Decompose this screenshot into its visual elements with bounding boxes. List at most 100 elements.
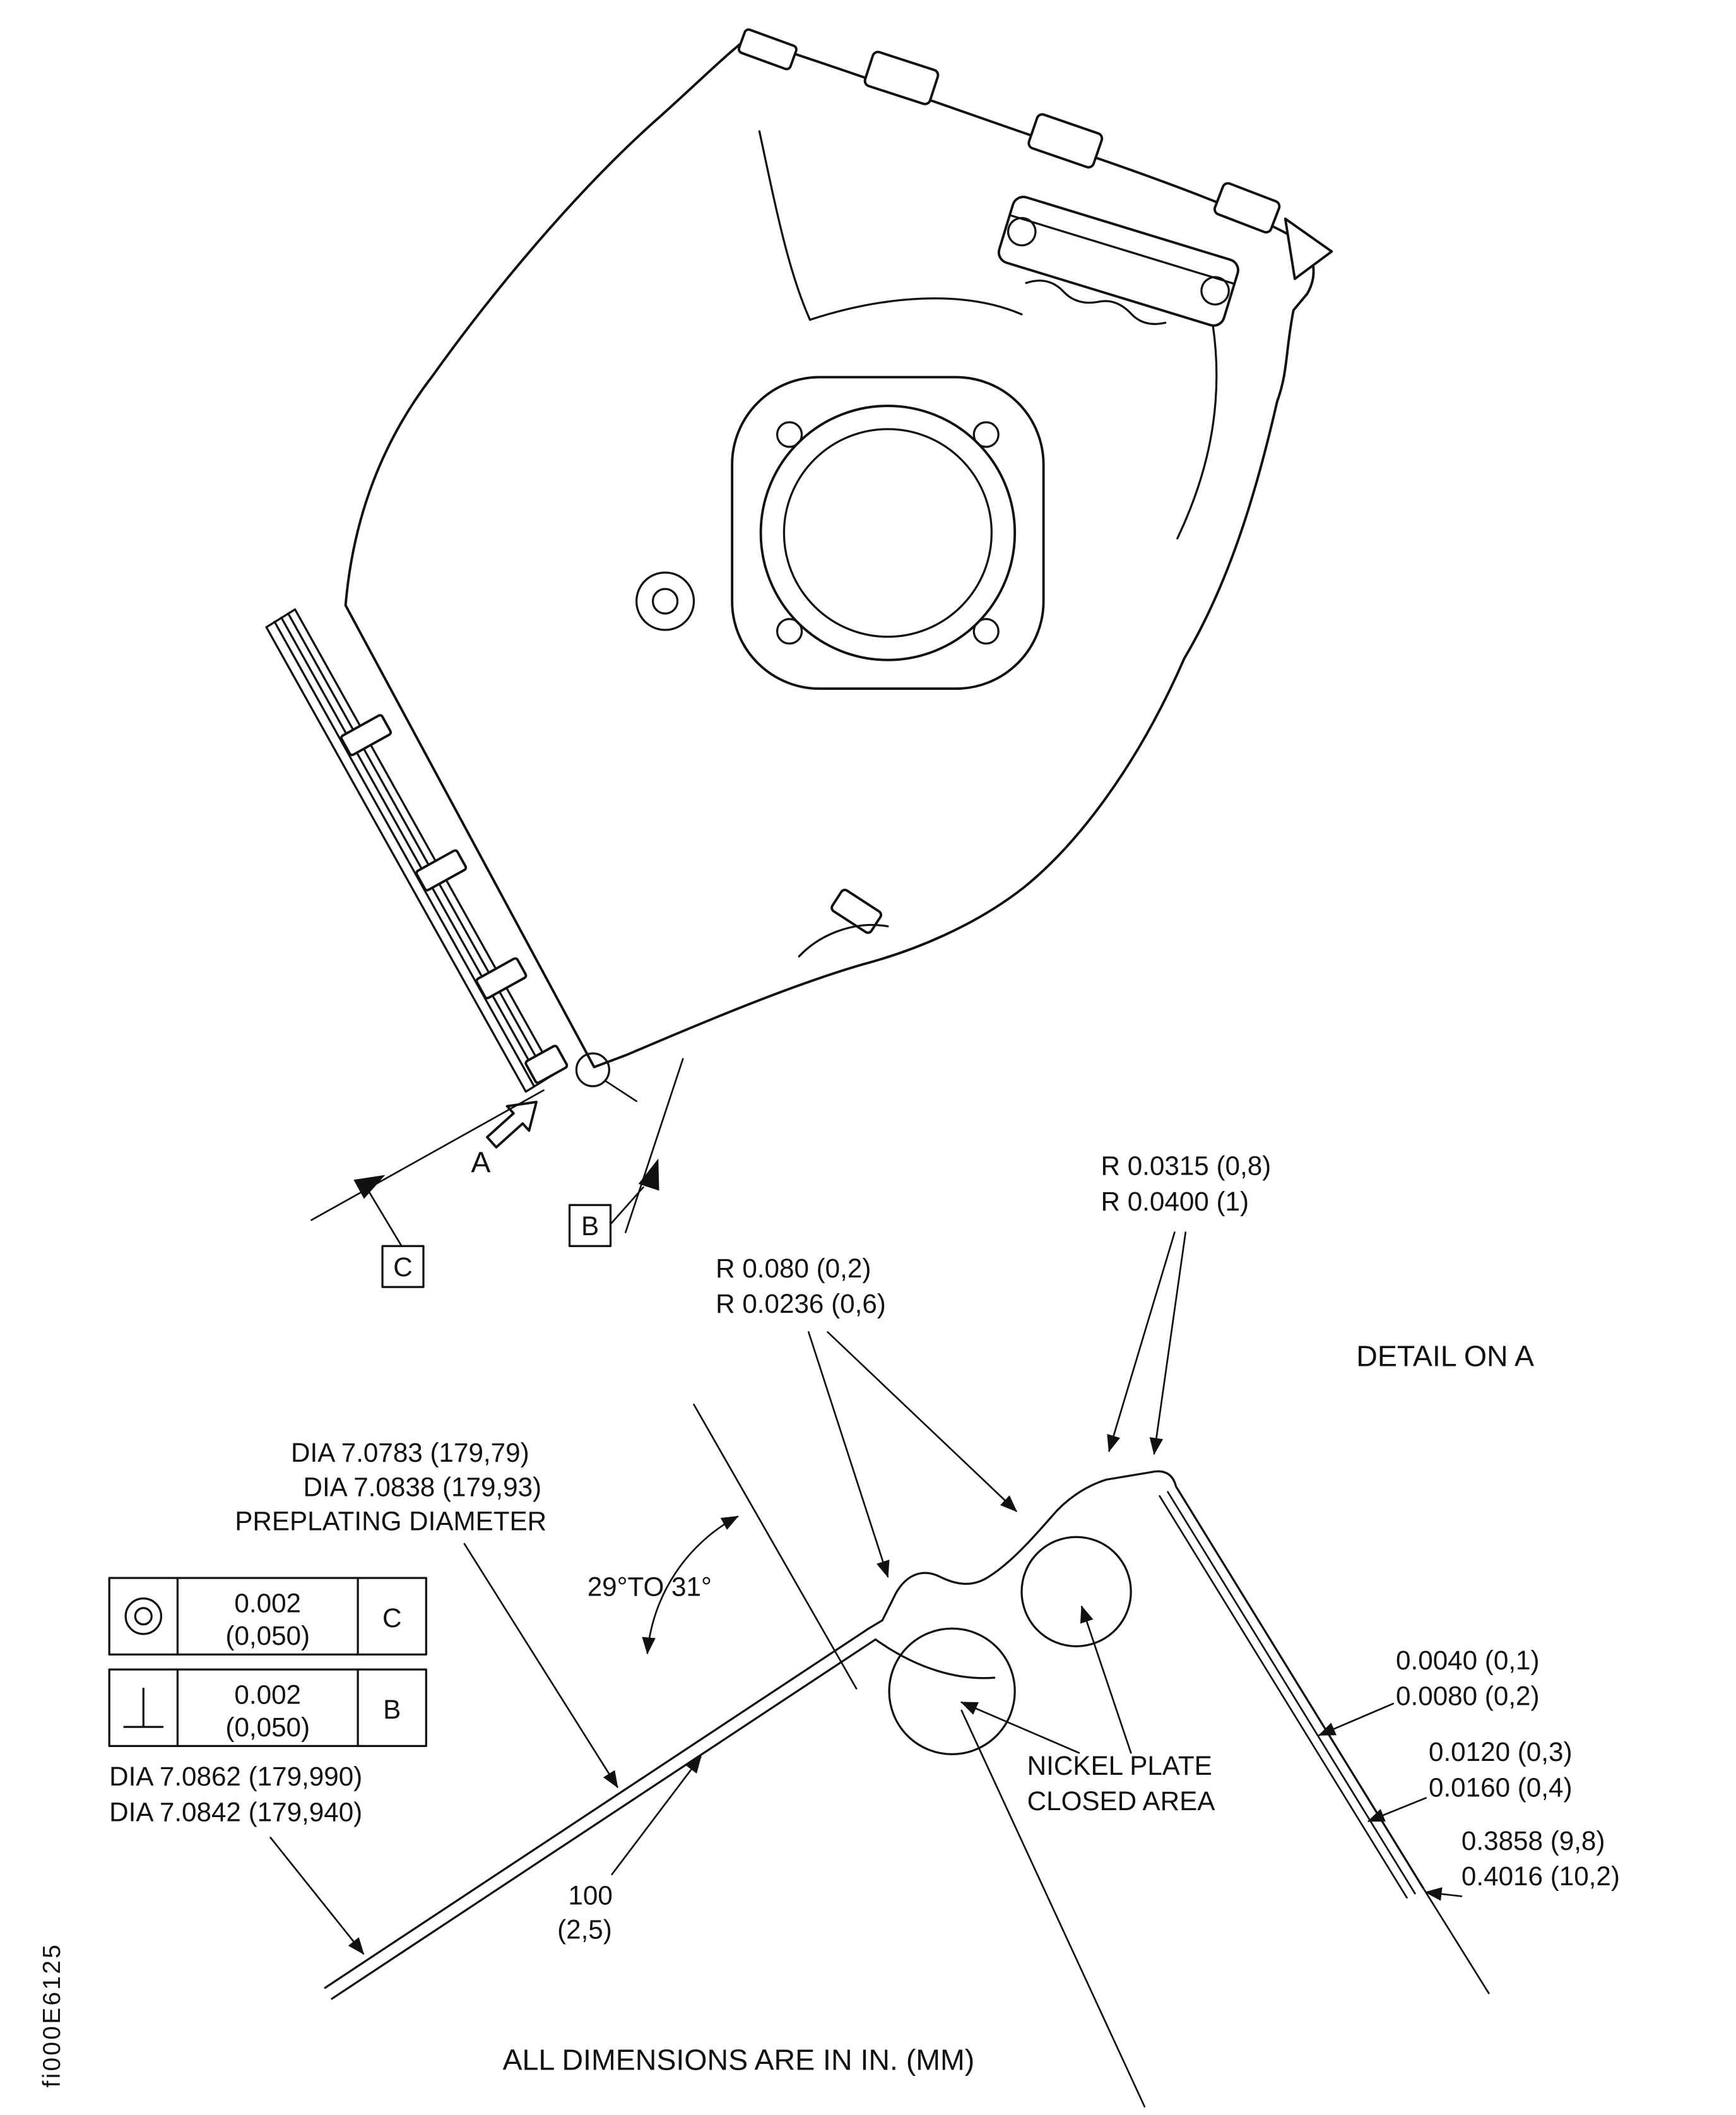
leader-bore-dia — [269, 1837, 365, 1955]
dimensions-note: ALL DIMENSIONS ARE IN IN. (MM) — [503, 2043, 975, 2076]
detail-title: DETAIL ON A — [1356, 1340, 1534, 1373]
fcf-tolerance: 0.002 — [234, 1680, 301, 1709]
datum-c-box — [381, 1245, 425, 1288]
face-width-line1: 0.3858 (9,8) — [1461, 1826, 1605, 1856]
datum-b-leader — [610, 1186, 644, 1225]
flange-bore-inner — [782, 428, 993, 638]
plate-bottom-surface — [331, 1638, 877, 2000]
strip-line — [273, 620, 535, 1087]
angle-callout: 29°TO 31° — [588, 1572, 712, 1601]
leader-nickel-plate — [1080, 1605, 1132, 1754]
concentricity-icon — [124, 1597, 163, 1635]
face-width-line2: 0.4016 (10,2) — [1461, 1861, 1620, 1891]
leader-radius-upper — [1149, 1231, 1187, 1455]
strip-line — [280, 616, 542, 1084]
pilot-hole-inner — [651, 588, 679, 615]
slot-opening — [997, 196, 1239, 327]
datum-b-flag: B — [568, 1058, 684, 1247]
fcf-box — [108, 1668, 427, 1747]
plate-bottom-continuation — [874, 1638, 996, 1680]
feature-control-frame-concentricity: 0.002 (0,050) C — [108, 1577, 427, 1656]
concentricity-icon — [134, 1607, 153, 1626]
slot-end-roll — [1007, 216, 1037, 247]
bolt-hole — [776, 421, 803, 448]
interior-contour — [758, 130, 812, 321]
strip-line — [293, 608, 556, 1075]
interior-contour — [808, 297, 1023, 321]
interior-contour — [1176, 324, 1218, 540]
nickel-plate-line1: NICKEL PLATE — [1027, 1751, 1212, 1780]
leader-plating-thick — [1367, 1797, 1427, 1822]
leader-thickness — [611, 1755, 702, 1876]
housing-outline — [344, 37, 1315, 1069]
nickel-plate-line2: CLOSED AREA — [1027, 1786, 1216, 1816]
feature-control-frame-perpendicularity: 0.002 (0,050) B — [108, 1668, 427, 1747]
datum-b-triangle — [638, 1158, 659, 1191]
preplating-line2: DIA 7.0838 (179,93) — [304, 1472, 542, 1502]
face-extension-line — [1422, 1887, 1490, 1994]
datum-b-label: B — [581, 1211, 599, 1241]
bore-dia-line1: DIA 7.0862 (179,990) — [109, 1762, 362, 1791]
bolt-hole — [972, 618, 1000, 645]
leader-preplating-dia — [463, 1543, 618, 1789]
fcf-datum: C — [382, 1603, 401, 1633]
strip-end-fitting — [524, 1045, 569, 1084]
edge-tab — [830, 889, 883, 934]
strip-clip — [415, 849, 468, 892]
leader-plating-thin — [1318, 1702, 1395, 1736]
datum-c-extension-line — [310, 1089, 545, 1221]
radius-upper-line1: R 0.0315 (0,8) — [1101, 1151, 1272, 1181]
flange-bore-outer — [759, 405, 1017, 661]
datum-c-leader — [368, 1190, 403, 1247]
flange-outline — [731, 376, 1045, 690]
leader-nickel-plate — [960, 1701, 1080, 1754]
leader-radius-upper — [1107, 1231, 1176, 1452]
strip-clip — [475, 957, 528, 1000]
plating-layer-line — [1167, 1491, 1416, 1895]
preplating-line3: PREPLATING DIAMETER — [235, 1506, 546, 1536]
strip-line — [265, 626, 527, 1093]
edge-tab — [863, 50, 940, 105]
fcf-tolerance: 0.002 — [234, 1588, 301, 1618]
thickness-line1: 100 — [568, 1880, 612, 1910]
section-location-line — [604, 1079, 637, 1103]
edge-tab — [1213, 182, 1281, 234]
detail-section-view: R 0.0315 (0,8) R 0.0400 (1) R 0.080 (0,2… — [108, 1151, 1620, 2108]
bore-dia-line2: DIA 7.0842 (179,940) — [109, 1797, 362, 1827]
bolt-hole — [776, 618, 803, 645]
datum-b-box — [568, 1204, 612, 1247]
thickness-line2: (2,5) — [557, 1915, 612, 1945]
plating-thick-line2: 0.0160 (0,4) — [1429, 1772, 1573, 1802]
angle-reference-line — [693, 1403, 858, 1690]
fcf-tolerance-mm: (0,050) — [225, 1621, 310, 1650]
section-location-circle — [575, 1052, 610, 1087]
strip-line — [287, 612, 549, 1079]
slot-inner-line — [1008, 214, 1236, 285]
fcf-datum: B — [383, 1695, 401, 1724]
slot-end-roll — [1200, 276, 1230, 306]
fcf-box — [108, 1577, 427, 1656]
datum-c-triangle — [353, 1175, 386, 1199]
center-flange — [731, 376, 1045, 690]
plating-thin-line2: 0.0080 (0,2) — [1396, 1681, 1540, 1710]
closed-area-circle — [888, 1627, 1016, 1755]
edge-tab — [1027, 113, 1104, 169]
datum-c-flag: C — [310, 1089, 545, 1288]
view-direction-arrow — [486, 1101, 538, 1149]
leader-radius-lower — [807, 1331, 890, 1579]
angle-arc — [642, 1515, 739, 1655]
interior-contour — [798, 923, 889, 957]
leader-radius-lower — [827, 1331, 1017, 1512]
slot-torn-edge — [1025, 280, 1167, 325]
radius-upper-line2: R 0.0400 (1) — [1101, 1187, 1249, 1216]
sealing-strip — [265, 608, 569, 1093]
strip-endcap — [265, 608, 297, 629]
datum-c-label: C — [393, 1252, 412, 1282]
slot-outline — [997, 196, 1239, 327]
radius-lower-line2: R 0.0236 (0,6) — [716, 1289, 886, 1318]
datum-b-extension-line — [624, 1058, 684, 1233]
corner-flap — [1284, 217, 1333, 280]
section-profile — [867, 1470, 1424, 1890]
pilot-hole-outer — [635, 571, 695, 631]
